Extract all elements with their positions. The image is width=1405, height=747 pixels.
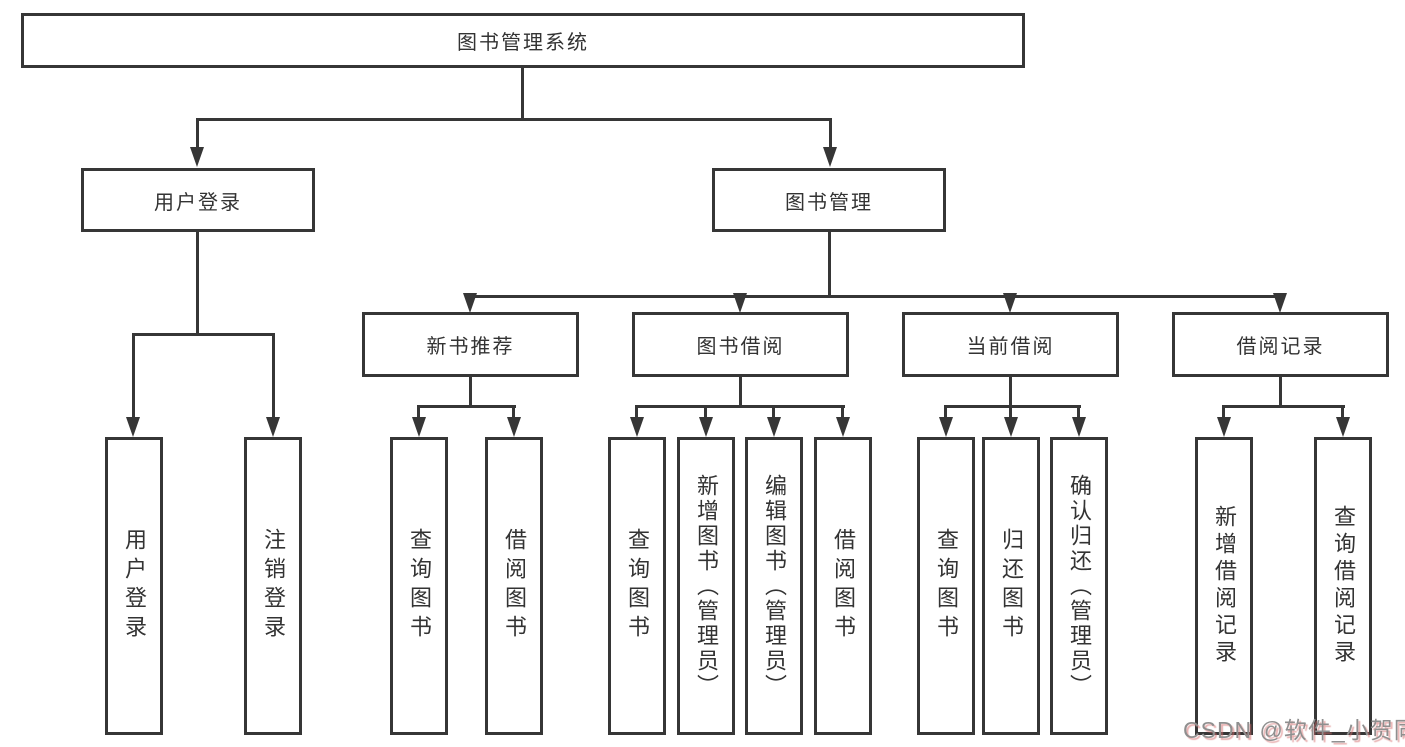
arrow-down-icon <box>1072 417 1086 437</box>
connector-borrow-splitter <box>636 405 845 408</box>
connector-records-stem <box>1279 377 1282 408</box>
connector-drop <box>417 405 420 417</box>
connector-user-stem <box>196 232 199 336</box>
node-user-login: 用户登录 <box>81 168 315 232</box>
connector-drop <box>1222 405 1225 417</box>
leaf-borrowing-edit-books-admin: 编辑图书（管理员） <box>745 437 803 735</box>
leaf-user-login: 用户登录 <box>105 437 163 735</box>
connector-drop <box>772 405 775 417</box>
arrow-down-icon <box>266 417 280 437</box>
connector-drop-user-login <box>196 118 199 150</box>
leaf-borrowing-borrow-books: 借阅图书 <box>814 437 872 735</box>
connector-drop <box>1341 405 1344 417</box>
node-book-management: 图书管理 <box>712 168 946 232</box>
connector-drop <box>841 405 844 417</box>
node-book-borrowing: 图书借阅 <box>632 312 849 377</box>
leaf-current-return-books: 归还图书 <box>982 437 1040 735</box>
connector-drop-leaf-user-login <box>132 333 135 419</box>
arrow-down-icon <box>507 417 521 437</box>
leaf-current-query-books: 查询图书 <box>917 437 975 735</box>
leaf-borrowing-add-books-admin: 新增图书（管理员） <box>677 437 735 735</box>
arrow-down-icon <box>463 293 477 313</box>
connector-rec-stem <box>469 377 472 408</box>
leaf-recommend-query-books: 查询图书 <box>390 437 448 735</box>
leaf-recommend-borrow-books: 借阅图书 <box>485 437 543 735</box>
arrow-down-icon <box>1004 417 1018 437</box>
connector-drop <box>1009 405 1012 417</box>
arrow-down-icon <box>823 147 837 167</box>
connector-user-splitter <box>132 333 275 336</box>
connector-current-splitter <box>944 405 1081 408</box>
leaf-records-query-record: 查询借阅记录 <box>1314 437 1372 735</box>
connector-records-splitter <box>1222 405 1345 408</box>
arrow-down-icon <box>767 417 781 437</box>
connector-current-stem <box>1009 377 1012 408</box>
arrow-down-icon <box>1273 293 1287 313</box>
connector-drop <box>944 405 947 417</box>
connector-root-splitter <box>196 118 832 121</box>
arrow-down-icon <box>836 417 850 437</box>
connector-drop <box>512 405 515 417</box>
arrow-down-icon <box>1336 417 1350 437</box>
node-borrowing-records: 借阅记录 <box>1172 312 1389 377</box>
connector-borrow-stem <box>739 377 742 408</box>
connector-drop <box>704 405 707 417</box>
leaf-records-add-record: 新增借阅记录 <box>1195 437 1253 735</box>
connector-drop-book-mgmt <box>829 118 832 150</box>
connector-root-stem <box>521 68 524 120</box>
arrow-down-icon <box>1003 293 1017 313</box>
arrow-down-icon <box>190 147 204 167</box>
arrow-down-icon <box>733 293 747 313</box>
leaf-borrowing-query-books: 查询图书 <box>608 437 666 735</box>
node-library-system-root: 图书管理系统 <box>21 13 1025 68</box>
arrow-down-icon <box>1217 417 1231 437</box>
leaf-current-confirm-return-admin: 确认归还（管理员） <box>1050 437 1108 735</box>
leaf-logout: 注销登录 <box>244 437 302 735</box>
node-current-borrowing: 当前借阅 <box>902 312 1119 377</box>
connector-rec-splitter <box>417 405 516 408</box>
connector-drop <box>635 405 638 417</box>
connector-mgmt-splitter <box>469 295 1281 298</box>
node-new-book-recommend: 新书推荐 <box>362 312 579 377</box>
arrow-down-icon <box>630 417 644 437</box>
arrow-down-icon <box>939 417 953 437</box>
connector-mgmt-stem <box>828 232 831 298</box>
arrow-down-icon <box>699 417 713 437</box>
connector-drop-leaf-logout <box>272 333 275 419</box>
arrow-down-icon <box>126 417 140 437</box>
arrow-down-icon <box>412 417 426 437</box>
connector-drop <box>1077 405 1080 417</box>
csdn-watermark: CSDN @软件_小贺同学 <box>1183 717 1405 743</box>
